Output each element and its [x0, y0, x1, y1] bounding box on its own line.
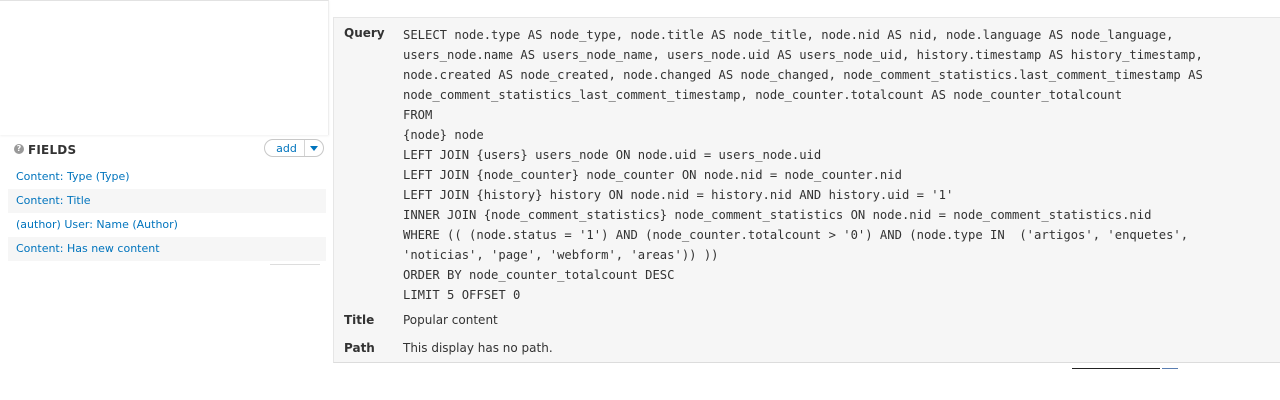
fields-panel: ? FIELDS add Content: Type (Type) Conten… [8, 137, 326, 265]
divider [1072, 368, 1160, 369]
query-line: LEFT JOIN {history} history ON node.nid … [403, 188, 954, 202]
query-line: 'noticias', 'page', 'webform', 'areas'))… [403, 248, 719, 262]
field-link-has-new-content[interactable]: Content: Has new content [16, 242, 160, 255]
query-line: LEFT JOIN {users} users_node ON node.uid… [403, 148, 822, 162]
field-link-content-title[interactable]: Content: Title [16, 194, 91, 207]
query-line: users_node.name AS users_node_name, user… [403, 48, 1203, 62]
fields-title: FIELDS [28, 143, 77, 157]
query-line: node_comment_statistics_last_comment_tim… [403, 88, 1123, 102]
field-item: Content: Type (Type) [8, 165, 326, 189]
field-link-content-type[interactable]: Content: Type (Type) [16, 170, 130, 183]
field-item: (author) User: Name (Author) [8, 213, 326, 237]
divider [1162, 368, 1178, 369]
path-label: Path [344, 341, 375, 355]
query-line: LEFT JOIN {node_counter} node_counter ON… [403, 168, 902, 182]
query-line: SELECT node.type AS node_type, node.titl… [403, 28, 1174, 42]
add-field-dropbutton[interactable]: add [264, 139, 324, 157]
field-item: Content: Title [8, 189, 326, 213]
divider [270, 264, 320, 265]
field-item: Content: Has new content [8, 237, 326, 261]
query-line: INNER JOIN {node_comment_statistics} nod… [403, 208, 1152, 222]
preview-info-table: Query SELECT node.type AS node_type, nod… [333, 17, 1280, 363]
field-link-author-name[interactable]: (author) User: Name (Author) [16, 218, 178, 231]
help-icon[interactable]: ? [14, 144, 24, 154]
field-list: Content: Type (Type) Content: Title (aut… [8, 165, 326, 261]
query-line: WHERE (( (node.status = '1') AND (node_c… [403, 228, 1189, 242]
fields-header: ? FIELDS add [8, 137, 326, 165]
query-label: Query [344, 26, 385, 40]
title-label: Title [344, 313, 375, 327]
query-sql: SELECT node.type AS node_type, node.titl… [403, 25, 1279, 305]
add-dropdown-toggle[interactable] [304, 140, 323, 156]
query-line: {node} node [403, 128, 484, 142]
query-line: LIMIT 5 OFFSET 0 [403, 288, 521, 302]
query-line: node.created AS node_created, node.chang… [403, 68, 1203, 82]
query-line: ORDER BY node_counter_totalcount DESC [403, 268, 675, 282]
title-value: Popular content [403, 313, 498, 327]
chevron-down-icon [310, 145, 318, 151]
path-value: This display has no path. [403, 341, 553, 355]
add-field-button[interactable]: add [276, 141, 297, 155]
empty-settings-panel [0, 0, 329, 135]
left-column: ? FIELDS add Content: Type (Type) Conten… [0, 0, 330, 400]
query-line: FROM [403, 108, 433, 122]
